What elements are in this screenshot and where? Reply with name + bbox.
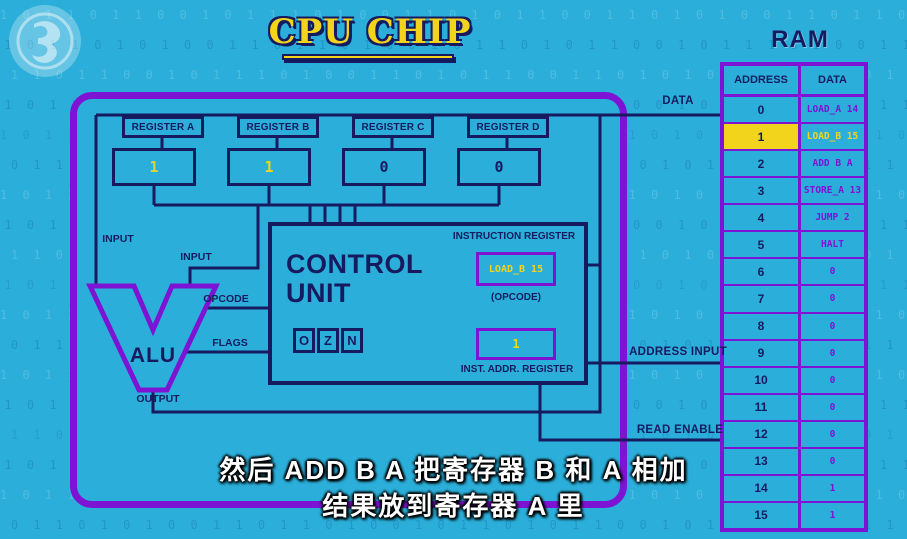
ram-value: 0: [829, 293, 836, 305]
register-d-value-text: 0: [494, 158, 504, 176]
instruction-register-value: LOAD_B 15: [476, 252, 556, 286]
register-b-value: 1: [227, 148, 311, 186]
binary-row: 0 1 0 1 1 0 1 0 1 0 0 1 1 0 1 1 0 1 0 0 …: [0, 38, 907, 52]
ram-value: 1: [829, 509, 836, 521]
alu-input1-label: INPUT: [102, 233, 134, 245]
ram-address: 4: [724, 205, 801, 231]
alu-output-label: OUTPUT: [136, 393, 180, 405]
ram-address: 6: [724, 259, 801, 285]
binary-row: 0 1 0 1 1 0 1 0 1 0 0 1 1 0 1 1 0 1 0 0 …: [0, 518, 907, 532]
opcode-label: (OPCODE): [491, 292, 541, 303]
instruction-address-register-value: 1: [476, 328, 556, 360]
ram-value: 0: [829, 347, 836, 359]
ram-address: 9: [724, 340, 801, 366]
ram-value: 0: [829, 455, 836, 467]
ram-address: 13: [724, 448, 801, 474]
alu-opcode-label: OPCODE: [203, 293, 249, 305]
flag-boxes: O Z N: [293, 328, 363, 353]
ram-row-12: 12 0: [724, 421, 864, 449]
data-bus-label: DATA: [662, 95, 694, 107]
binary-row: 1 0 1 1 0 1 1 0 0 1 0 1 1 1 0 1 0 0 1 1 …: [0, 68, 907, 82]
instruction-address-register-label: INST. ADDR. REGISTER: [460, 364, 574, 375]
ram-row-0: 0 LOAD_A 14: [724, 97, 864, 125]
read-enable-label: READ ENABLE: [636, 424, 724, 436]
ram-row-5: 5 HALT: [724, 232, 864, 260]
flag-zero: Z: [317, 328, 339, 353]
register-a-value-text: 1: [149, 158, 159, 176]
alu-input2-label: INPUT: [180, 251, 212, 263]
ram-value: 1: [829, 482, 836, 494]
register-a-label: REGISTER A: [122, 116, 204, 138]
control-unit: CONTROL UNIT INSTRUCTION REGISTER LOAD_B…: [268, 222, 588, 385]
instruction-register-label: INSTRUCTION REGISTER: [452, 231, 576, 242]
register-c-value: 0: [342, 148, 426, 186]
ram-row-11: 11 0: [724, 394, 864, 422]
flag-negative: N: [341, 328, 363, 353]
ram-row-13: 13 0: [724, 448, 864, 476]
ram-row-15: 15 1: [724, 502, 864, 528]
register-b-value-text: 1: [264, 158, 274, 176]
ram-address: 15: [724, 502, 801, 528]
ram-value: HALT: [821, 239, 844, 251]
ram-address: 10: [724, 367, 801, 393]
ram-value: 0: [829, 320, 836, 332]
register-c-value-text: 0: [379, 158, 389, 176]
ram-address: 11: [724, 394, 801, 420]
ram-address: 0: [724, 97, 801, 123]
ram-row-2: 2 ADD B A: [724, 151, 864, 179]
ram-value: ADD B A: [812, 158, 853, 170]
ram-address: 1: [724, 124, 801, 150]
ram-row-10: 10 0: [724, 367, 864, 395]
title-underline: [282, 54, 454, 60]
ram-title: RAM: [771, 26, 829, 53]
ram-value: LOAD_B 15: [806, 131, 859, 143]
ram-row-4: 4 JUMP 2: [724, 205, 864, 233]
ram-value: STORE_A 13: [803, 185, 862, 197]
ram-address: 7: [724, 286, 801, 312]
flag-overflow: O: [293, 328, 315, 353]
ram-value: LOAD_A 14: [806, 104, 859, 116]
alu-label: ALU: [129, 344, 177, 367]
register-a-value: 1: [112, 148, 196, 186]
ram-header: ADDRESS DATA: [724, 66, 864, 97]
ram-row-14: 14 1: [724, 475, 864, 503]
ram-address: 2: [724, 151, 801, 177]
register-d-label: REGISTER D: [467, 116, 549, 138]
ram-header-address: ADDRESS: [724, 66, 801, 94]
ram-table: ADDRESS DATA 0 LOAD_A 14 1 LOAD_B 15 2 ADD …: [720, 62, 868, 532]
subtitle-line-2: 结果放到寄存器 A 里: [322, 491, 585, 521]
ram-value: JUMP 2: [815, 212, 850, 224]
register-d-value: 0: [457, 148, 541, 186]
binary-row: 1 0 1 1 0 1 1 0 0 1 0 1 1 1 0 1 0 0 1 1 …: [0, 8, 907, 22]
page-title: CPU CHIP: [268, 12, 472, 52]
ram-address: 12: [724, 421, 801, 447]
ram-value: 0: [829, 401, 836, 413]
ram-address: 5: [724, 232, 801, 258]
pbs-logo-icon: [9, 5, 81, 77]
subtitle-line-1: 然后 ADD B A 把寄存器 B 和 A 相加: [219, 455, 688, 485]
ram-value: 0: [829, 266, 836, 278]
ram-header-data: DATA: [818, 74, 847, 86]
register-b-label: REGISTER B: [237, 116, 319, 138]
ram-address: 3: [724, 178, 801, 204]
ram-address: 14: [724, 475, 801, 501]
alu-flags-label: FLAGS: [212, 337, 248, 349]
register-c-label: REGISTER C: [352, 116, 434, 138]
ram-value: 0: [829, 374, 836, 386]
address-input-label: ADDRESS INPUT: [629, 346, 727, 358]
pbs-logo: [8, 4, 82, 78]
ram-row-1: 1 LOAD_B 15: [724, 124, 864, 152]
control-unit-title: CONTROL UNIT: [286, 249, 423, 309]
ram-value: 0: [829, 428, 836, 440]
ram-address: 8: [724, 313, 801, 339]
